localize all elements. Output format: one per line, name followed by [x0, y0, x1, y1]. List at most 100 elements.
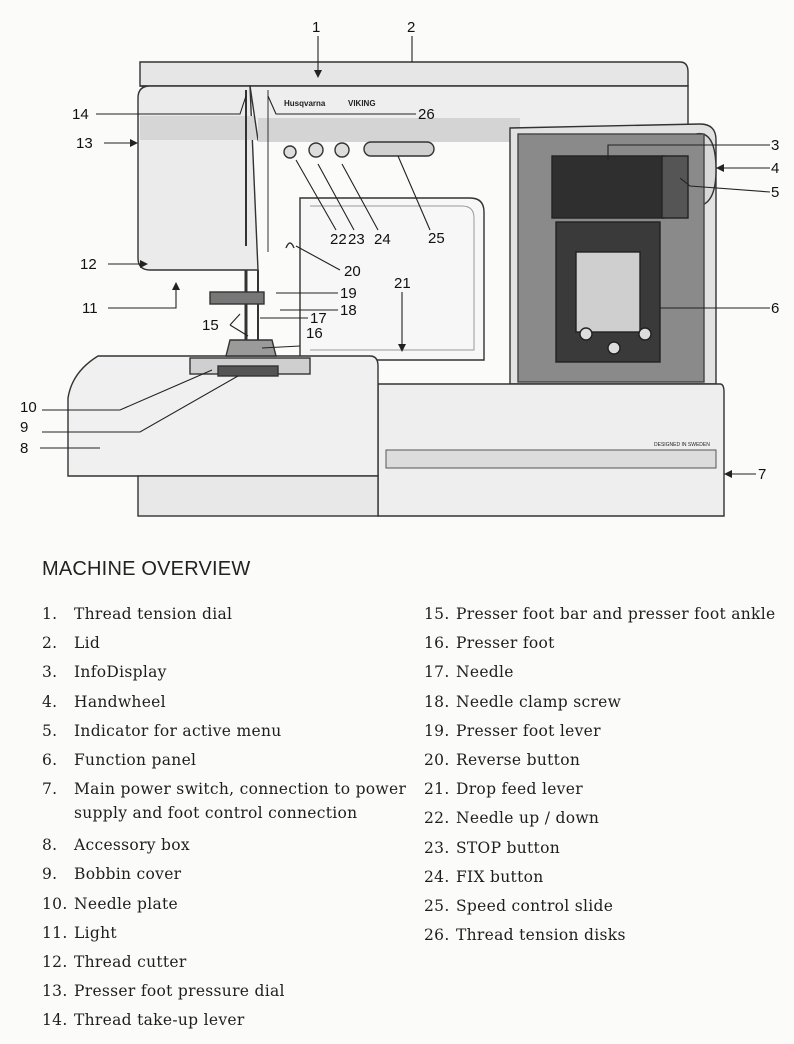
list-item: 6.Function panel	[42, 746, 412, 775]
callout-16: 16	[306, 325, 323, 342]
callout-20: 20	[344, 263, 361, 280]
item-label: FIX button	[456, 867, 544, 886]
list-item: 18. Needle clamp screw	[424, 688, 789, 717]
item-number: 11.	[42, 923, 68, 942]
callout-17: 17	[310, 310, 327, 327]
callout-3: 3	[771, 137, 779, 154]
callout-1: 1	[312, 19, 320, 36]
list-item: 24. FIX button	[424, 863, 789, 892]
item-label: Presser foot pressure dial	[74, 982, 285, 1001]
list-item: 20.Reverse button	[424, 746, 789, 775]
list-item: 26.Thread tension disks	[424, 921, 789, 950]
callout-18: 18	[340, 302, 357, 319]
list-item: 5.Indicator for active menu	[42, 717, 412, 746]
item-number: 4.	[42, 692, 58, 711]
info-display	[551, 155, 665, 219]
designed-in-label: DESIGNED IN SWEDEN	[654, 442, 710, 448]
callout-12: 12	[80, 256, 97, 273]
item-label: Speed control slide	[456, 897, 614, 916]
item-label: Needle clamp screw	[456, 692, 622, 711]
list-item: 17. Needle	[424, 658, 789, 687]
callout-26: 26	[418, 106, 435, 123]
item-number: 25.	[424, 897, 450, 916]
item-number: 2.	[42, 634, 58, 653]
item-label: Main power switch, connection to power s…	[74, 780, 407, 823]
item-number: 17.	[424, 663, 450, 682]
callout-22: 22	[330, 231, 347, 248]
item-label: STOP button	[456, 838, 560, 857]
bobbin-cover	[217, 365, 279, 377]
item-number: 19.	[424, 721, 450, 740]
list-item: 15.Presser foot bar and presser foot ank…	[424, 600, 789, 629]
item-label: Handwheel	[74, 692, 166, 711]
item-label: Needle plate	[74, 894, 179, 913]
item-number: 16.	[424, 634, 450, 653]
item-number: 24.	[424, 867, 450, 886]
item-number: 15.	[424, 605, 450, 623]
item-number: 21.	[424, 780, 450, 799]
list-item: 23.STOP button	[424, 834, 789, 863]
list-item: 1. Thread tension dial	[42, 600, 412, 629]
item-label: Thread tension dial	[74, 605, 233, 623]
list-item: 9.Bobbin cover	[42, 860, 412, 889]
callout-11: 11	[82, 300, 98, 317]
item-label: Light	[74, 923, 117, 942]
parts-list-right: 15.Presser foot bar and presser foot ank…	[424, 600, 789, 950]
item-number: 22.	[424, 809, 450, 828]
item-label: Presser foot lever	[456, 721, 601, 740]
item-label: Needle	[456, 663, 514, 682]
callout-19: 19	[340, 285, 357, 302]
callout-24: 24	[374, 231, 391, 248]
leader-lines	[40, 36, 771, 475]
item-label: Indicator for active menu	[74, 721, 282, 740]
list-item: 13. Presser foot pressure dial	[42, 977, 412, 1006]
ruler	[385, 449, 717, 469]
callout-13: 13	[76, 135, 93, 152]
list-item: 16.Presser foot	[424, 629, 789, 658]
item-number: 3.	[42, 663, 58, 682]
callout-10: 10	[20, 399, 37, 416]
item-label: Bobbin cover	[74, 865, 182, 884]
list-item: 22.Needle up / down	[424, 804, 789, 833]
item-number: 10.	[42, 894, 68, 913]
item-number: 18.	[424, 692, 450, 711]
list-item: 14.Thread take-up lever	[42, 1006, 412, 1035]
list-item: 3. InfoDisplay	[42, 658, 412, 687]
machine-illustration	[67, 61, 725, 517]
list-item: 4. Handwheel	[42, 688, 412, 717]
callout-21: 21	[394, 275, 411, 292]
list-item: 7.Main power switch, connection to power…	[42, 775, 412, 831]
list-item: 2. Lid	[42, 629, 412, 658]
item-label: Lid	[74, 634, 101, 653]
callout-15: 15	[202, 317, 219, 334]
list-item: 19. Presser foot lever	[424, 717, 789, 746]
item-label: Drop feed lever	[456, 780, 583, 799]
list-item: 21. Drop feed lever	[424, 775, 789, 804]
item-number: 13.	[42, 982, 68, 1001]
callout-6: 6	[771, 300, 779, 317]
brand-label: Husqvarna	[284, 99, 326, 108]
section-title: MACHINE OVERVIEW	[42, 558, 251, 580]
machine-diagram: Husqvarna VIKING DESIGNED IN SWEDEN	[20, 19, 779, 517]
callout-9: 9	[20, 419, 28, 436]
item-label: InfoDisplay	[74, 663, 167, 682]
menu-indicator-strip	[661, 155, 689, 219]
callout-7: 7	[758, 466, 766, 483]
item-label: Thread cutter	[74, 953, 187, 972]
item-number: 6.	[42, 751, 58, 770]
leader-arrows	[130, 70, 732, 478]
item-label: Accessory box	[74, 836, 190, 855]
model-label: VIKING	[348, 99, 376, 108]
parts-list-left: 1. Thread tension dial 2. Lid 3. InfoDispla…	[42, 600, 412, 1036]
callout-5: 5	[771, 184, 779, 201]
presser-foot	[225, 339, 277, 357]
item-number: 8.	[42, 836, 58, 855]
list-item: 25. Speed control slide	[424, 892, 789, 921]
list-item: 12. Thread cutter	[42, 948, 412, 977]
callout-25: 25	[428, 230, 445, 247]
callout-4: 4	[771, 160, 779, 177]
item-number: 12.	[42, 953, 68, 972]
item-label: Thread tension disks	[456, 926, 626, 945]
item-number: 1.	[42, 605, 58, 623]
item-number: 20.	[424, 751, 450, 770]
